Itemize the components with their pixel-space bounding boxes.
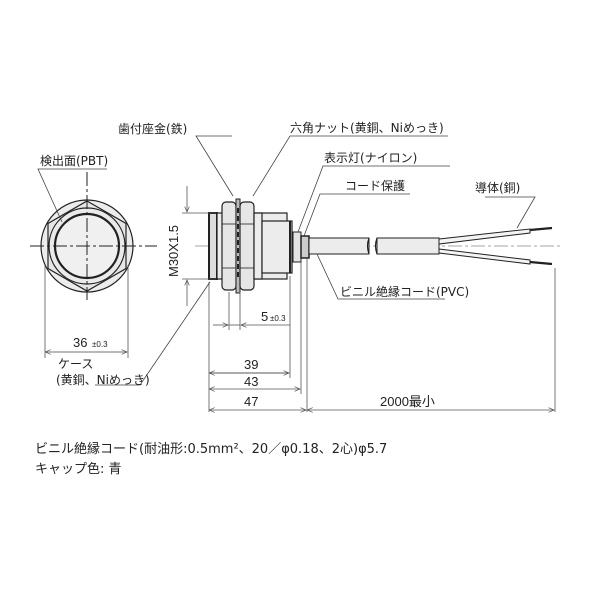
- leader-lines: [95, 135, 536, 386]
- dim-43: 43: [244, 374, 258, 389]
- dim-nut-thickness-tol: ±0.3: [270, 314, 286, 323]
- label-hex-nut: 六角ナット(黄銅、Niめっき): [290, 121, 444, 135]
- spec-cap-color: キャップ色: 青: [35, 462, 122, 477]
- dim-diameter-tol: ±0.3: [92, 340, 108, 349]
- front-view: [30, 168, 157, 358]
- side-view: [195, 198, 560, 294]
- dim-diameter: 36: [73, 335, 87, 350]
- dim-cord-length: 2000最小: [380, 394, 435, 409]
- label-case-2: (黄銅、Niめっき): [56, 373, 150, 387]
- dimension-lines: [182, 186, 556, 412]
- label-vinyl-cord: ビニル絶縁コード(PVC): [340, 284, 469, 299]
- dim-thread: M30X1.5: [166, 225, 181, 277]
- label-indicator: 表示灯(ナイロン): [324, 151, 417, 165]
- label-case-1: ケース: [58, 357, 93, 371]
- dim-47: 47: [244, 394, 258, 409]
- label-conductor: 導体(銅): [475, 181, 520, 195]
- label-cord-protector: コード保護: [345, 178, 405, 193]
- spec-cord: ビニル絶縁コード(耐油形:0.5mm²、20／φ0.18、2心)φ5.7: [35, 442, 388, 457]
- label-toothed-washer: 歯付座金(鉄): [118, 121, 187, 136]
- dim-39: 39: [244, 357, 258, 372]
- dim-nut-thickness: 5: [261, 309, 268, 324]
- label-sensing-face: 検出面(PBT): [40, 154, 108, 168]
